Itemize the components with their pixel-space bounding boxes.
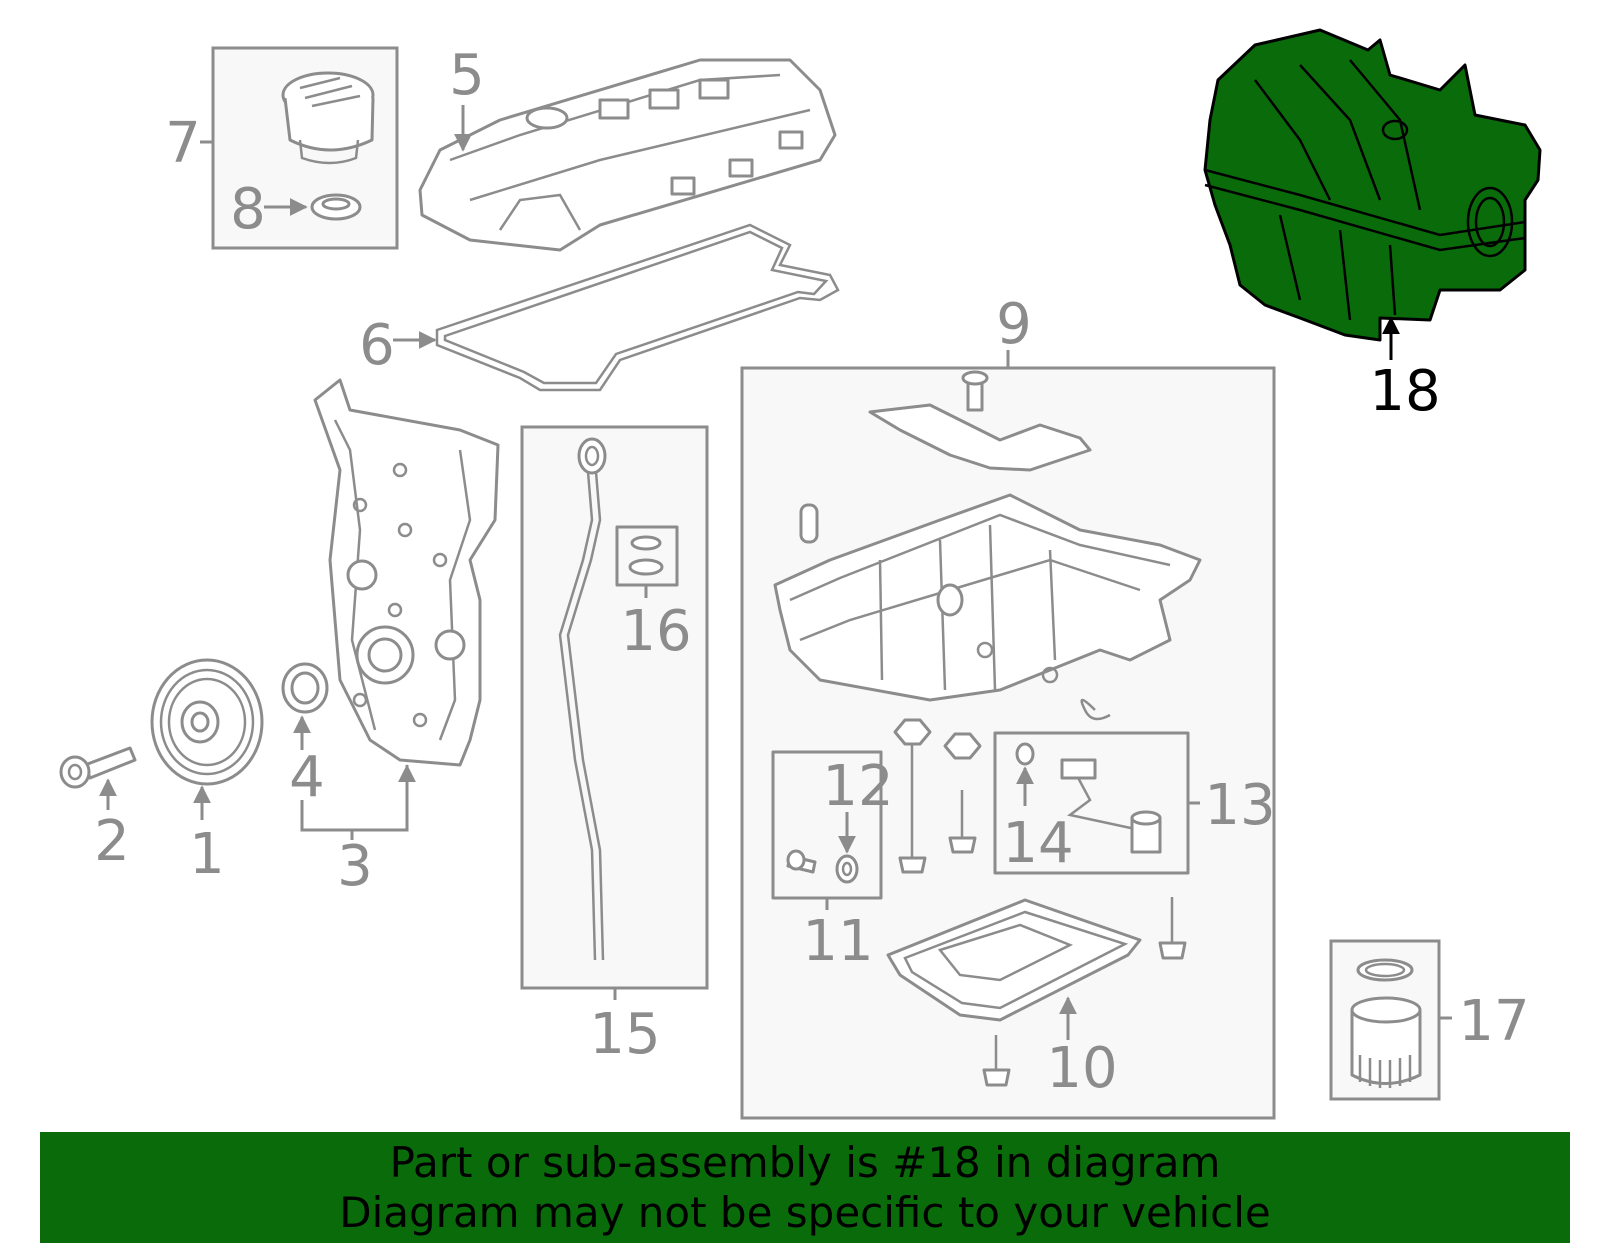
callout-15: 15 [589,1002,660,1067]
banner-line-2: Diagram may not be specific to your vehi… [339,1187,1271,1237]
sub-box-13 [993,731,1200,875]
callout-4: 4 [289,745,325,810]
callout-5: 5 [449,43,485,108]
dipstick-box [520,425,709,1000]
oil-pan-baffle-drawing [868,370,1092,472]
oil-cap-seal-drawing [310,193,362,221]
oil-cap-box [200,46,399,250]
callout-18: 18 [1369,359,1440,424]
callout-14: 14 [1002,811,1073,876]
intake-manifold-drawing [1203,28,1542,342]
oil-pan-box [740,350,1276,1120]
valve-cover-drawing [418,58,837,252]
drain-plug-drawing [893,718,982,874]
callout-7: 7 [165,111,201,176]
front-cover-drawing [313,378,500,767]
sub-box-11 [771,750,883,910]
callout-1: 1 [189,822,225,887]
lower-oil-pan-drawing [886,898,1142,1022]
oil-filter-box [1329,939,1452,1101]
banner-line-1: Part or sub-assembly is #18 in diagram [389,1137,1221,1187]
callout-10: 10 [1046,1036,1117,1101]
callout-17: 17 [1458,989,1529,1054]
callout-8: 8 [230,177,266,242]
upper-oil-pan-drawing [773,493,1202,702]
valve-cover-gasket-drawing [435,223,840,392]
balancer-pulley-drawing [150,658,264,786]
oil-pan-clip-drawing [1080,698,1111,721]
callout-11: 11 [802,909,873,974]
info-banner: Part or sub-assembly is #18 in diagram D… [40,1132,1570,1243]
balancer-bolt-drawing [59,746,137,789]
callout-12: 12 [822,754,893,819]
callout-13: 13 [1204,773,1275,838]
crankshaft-seal-drawing [281,662,329,714]
callout-9: 9 [996,292,1032,357]
callout-16: 16 [620,599,691,664]
oil-filler-cap-drawing [281,71,375,165]
pan-bolts-drawing [982,897,1187,1087]
callout-2: 2 [94,809,130,874]
callout-3: 3 [337,834,373,899]
callout-6: 6 [359,313,395,378]
